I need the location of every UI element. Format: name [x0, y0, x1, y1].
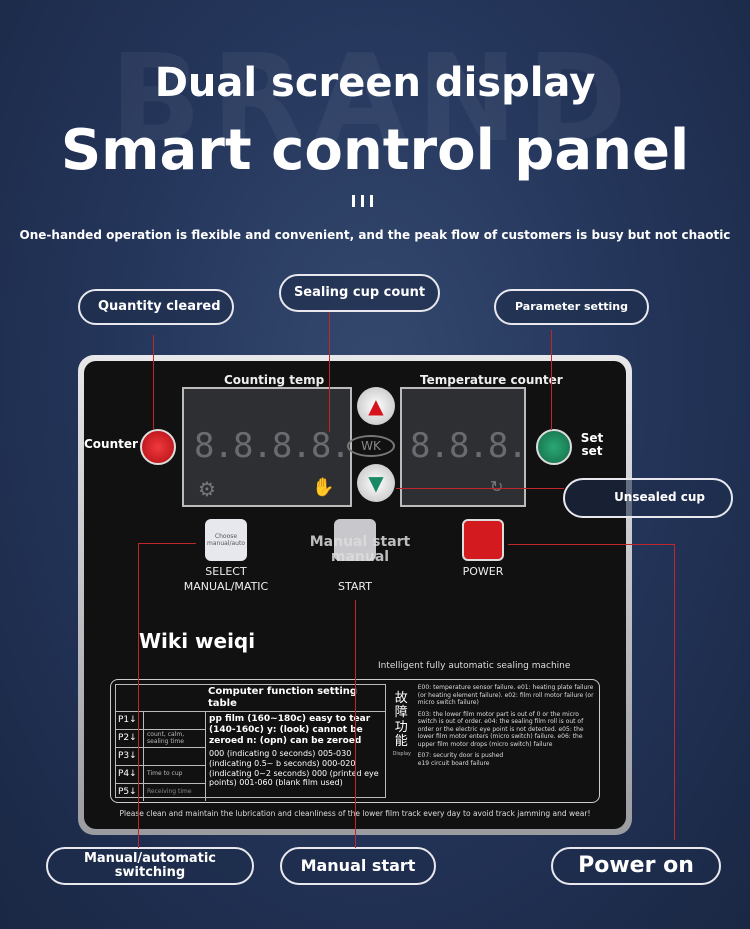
fault-title-column: 故障功能 Display: [391, 684, 413, 798]
connector-line: [508, 544, 674, 545]
settings-table: Computer function setting table P1↓ P2↓c…: [110, 679, 600, 803]
fault-text-1: E00: temperature sensor failure. e01: he…: [417, 684, 594, 706]
left-display: 8.8.8.8. ⚙ ✋: [182, 387, 352, 507]
table-row: P3↓: [116, 747, 205, 765]
connector-line: [138, 543, 196, 544]
down-arrow-icon: ▼: [368, 471, 384, 495]
row-desc: Receiving time: [147, 788, 192, 796]
connector-line: [355, 600, 356, 848]
table-row: P5↓Receiving time: [116, 783, 205, 801]
row-desc: [144, 712, 147, 729]
row-desc: [144, 748, 147, 765]
row-key: P5↓: [116, 784, 144, 801]
row-key: P4↓: [116, 766, 144, 783]
callout-sealing-cup-count: Sealing cup count: [279, 274, 440, 312]
start-label: START: [338, 580, 372, 593]
counter-button[interactable]: [140, 429, 176, 465]
row-desc: count, calm, sealing time: [147, 730, 185, 745]
row-desc: Time to cup: [147, 770, 183, 778]
table-texts: pp film (160~180c) easy to tear (140-160…: [206, 712, 385, 801]
power-button[interactable]: [462, 519, 504, 561]
left-display-label: Counting temp: [224, 373, 325, 387]
fault-text-2: E03: the lower film motor part is out of…: [417, 710, 584, 748]
power-label: POWER: [462, 565, 504, 578]
start-button[interactable]: [334, 519, 376, 561]
down-button[interactable]: ▼: [357, 464, 395, 502]
hand-icon: ✋: [312, 477, 335, 498]
connector-line: [329, 312, 330, 432]
callout-manual-auto-switching: Manual/automatic switching: [46, 847, 254, 885]
table-text-1: pp film (160~180c) easy to tear (140-160…: [209, 714, 371, 746]
manual-start-overlay: Manual start manual: [309, 534, 411, 566]
table-row: P4↓Time to cup: [116, 765, 205, 783]
connector-line: [551, 330, 552, 430]
select-label-2: MANUAL/MATIC: [183, 579, 269, 593]
logo: WK: [347, 435, 395, 457]
subtitle: One-handed operation is flexible and con…: [19, 228, 731, 242]
reset-icon: ↻: [490, 477, 504, 496]
fault-texts: E00: temperature sensor failure. e01: he…: [418, 684, 595, 798]
right-display-label: Temperature counter: [420, 373, 563, 387]
right-digits: 8.8.8.: [410, 426, 528, 466]
row-key: P2↓: [116, 730, 144, 747]
table-text-2: 000 (indicating 0 seconds) 005-030 (indi…: [209, 749, 379, 788]
select-manual-auto-button[interactable]: Choose manual/auto: [205, 519, 247, 561]
counter-label: Counter: [84, 437, 138, 451]
set-button[interactable]: [536, 429, 572, 465]
brand-name: Wiki weiqi: [139, 629, 256, 653]
row-key: P3↓: [116, 748, 144, 765]
right-display: 8.8.8. ↻: [400, 387, 528, 507]
control-panel: Counting temp Temperature counter 8.8.8.…: [78, 355, 632, 835]
machine-name: Intelligent fully automatic sealing mach…: [378, 661, 571, 671]
table-title: Computer function setting table: [116, 685, 385, 712]
left-digits: 8.8.8.8.: [194, 426, 351, 466]
callout-unsealed-cup: Unsealed cup: [563, 478, 733, 518]
brand-watermark: BRAND: [110, 30, 637, 169]
function-table-body: P1↓ P2↓count, calm, sealing time P3↓ P4↓…: [116, 712, 385, 801]
function-table: Computer function setting table P1↓ P2↓c…: [115, 684, 386, 801]
connector-line: [396, 488, 564, 489]
callout-parameter-setting: Parameter setting: [494, 289, 649, 325]
gear-icon: ⚙: [198, 477, 216, 501]
set-label: Set set: [580, 431, 604, 459]
connector-line: [138, 543, 139, 848]
headline: Dual screen display: [154, 60, 596, 106]
maintenance-notice: Please clean and maintain the lubricatio…: [119, 809, 591, 818]
callout-manual-start: Manual start: [280, 847, 436, 885]
callout-power-on: Power on: [551, 847, 721, 885]
fault-text-3: E07: security door is pushed e19 circuit…: [417, 752, 504, 767]
select-label-1: SELECT: [205, 565, 247, 578]
fault-title: 故障功能: [394, 691, 408, 749]
table-rows: P1↓ P2↓count, calm, sealing time P3↓ P4↓…: [116, 712, 206, 801]
connector-line: [674, 544, 675, 840]
table-row: P2↓count, calm, sealing time: [116, 729, 205, 747]
up-button[interactable]: ▲: [357, 387, 395, 425]
divider-bars: [352, 195, 373, 207]
page-title: Smart control panel: [60, 118, 690, 183]
row-key: P1↓: [116, 712, 144, 729]
connector-line: [153, 335, 154, 430]
table-row: P1↓: [116, 712, 205, 729]
callout-quantity-cleared: Quantity cleared: [78, 289, 234, 325]
fault-subtitle: Display: [392, 751, 412, 758]
up-arrow-icon: ▲: [368, 394, 384, 418]
